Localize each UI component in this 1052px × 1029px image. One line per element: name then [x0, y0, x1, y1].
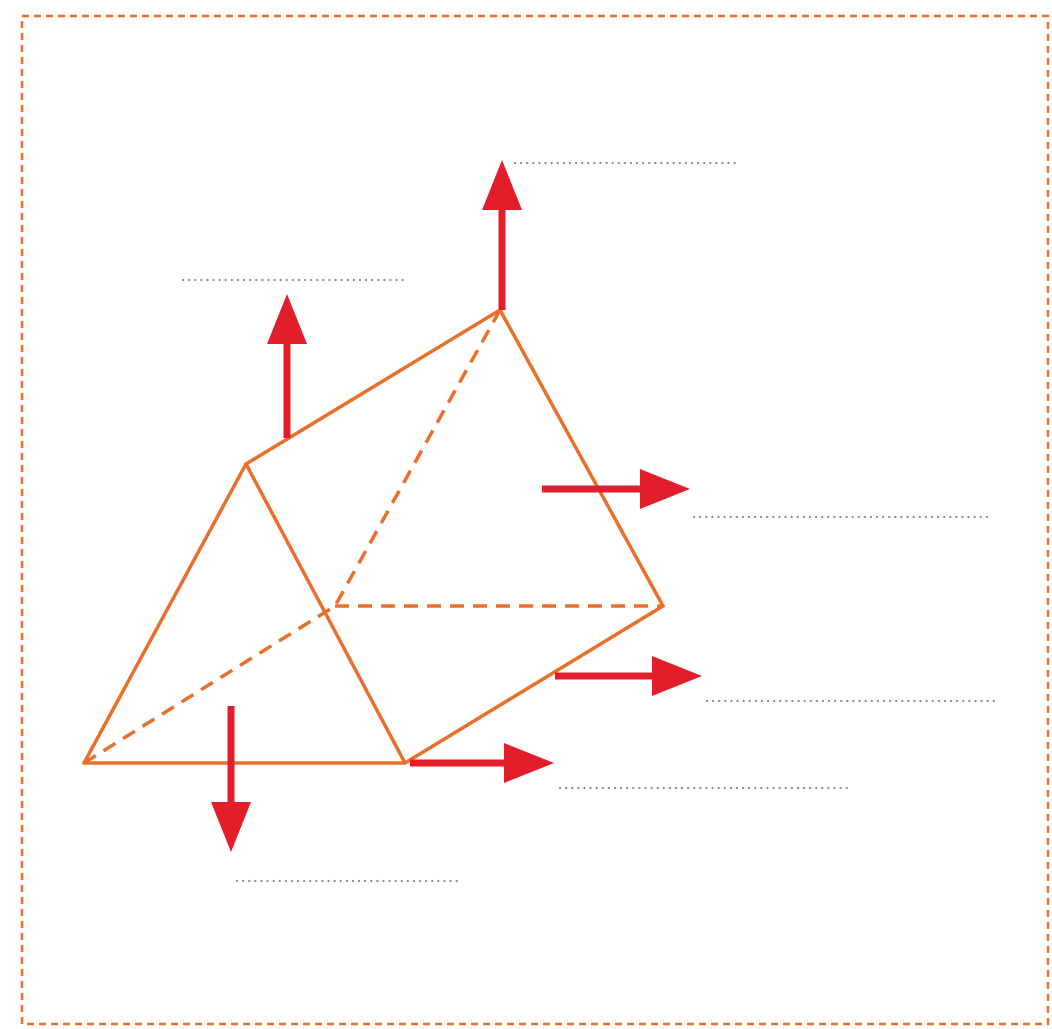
- top-ridge-edge: [244, 308, 502, 466]
- bottom-left-hidden-edge: [83, 604, 336, 765]
- back-face-left-hidden-edge: [333, 309, 502, 607]
- dashed-frame-border: [20, 14, 1050, 1026]
- answer-blanks[interactable]: [181, 161, 1000, 883]
- force-arrows: [211, 160, 702, 852]
- back-face-right-edge: [498, 308, 665, 608]
- arrow-right-front-bottom: [410, 743, 554, 783]
- arrow-up-left-ridge: [267, 294, 307, 438]
- bottom-right-edge: [403, 604, 665, 765]
- arrow-up-top-vertex: [482, 160, 522, 310]
- prism-hidden-edges: [83, 309, 663, 765]
- arrow-right-back-face: [542, 469, 690, 509]
- prism-solid-edges: [82, 308, 665, 765]
- arrow-right-bottom-right-edge: [555, 656, 702, 696]
- arrow-down-front-face: [211, 706, 251, 852]
- front-face-left-edge: [82, 462, 248, 765]
